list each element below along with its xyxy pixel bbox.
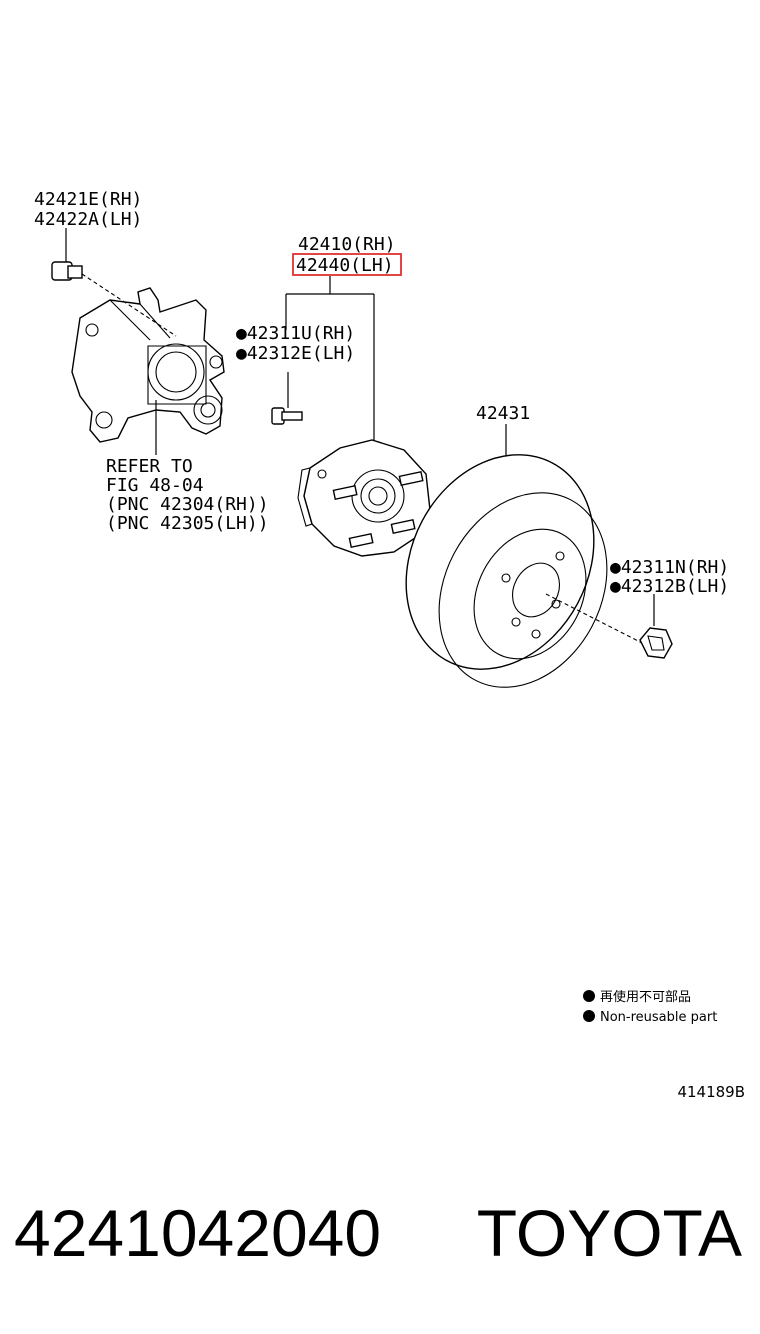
hub-bearing-assembly xyxy=(297,439,431,557)
label-nut-lh: ●42312B(LH) xyxy=(610,576,729,597)
hub-stud xyxy=(271,372,303,425)
refer-line-4: (PNC 42305(LH)) xyxy=(106,513,269,534)
part-number: 4241042040 xyxy=(14,1196,381,1270)
label-stud-rh: ●42311U(RH) xyxy=(236,323,355,344)
legend-bullet-icon xyxy=(583,1010,595,1022)
label-disc: 42431 xyxy=(476,403,530,424)
hub-bracket xyxy=(285,276,375,440)
label-bolt-lh: 42422A(LH) xyxy=(34,209,142,230)
legend-bullet-icon xyxy=(583,990,595,1002)
hub-nut xyxy=(545,593,673,659)
brake-disc xyxy=(405,454,608,688)
label-hub-rh: 42410(RH) xyxy=(298,234,396,255)
label-nut-rh: ●42311N(RH) xyxy=(610,557,729,578)
knuckle-bolt xyxy=(51,261,177,337)
refer-line-2: FIG 48-04 xyxy=(106,475,204,496)
brand-name: TOYOTA xyxy=(477,1196,742,1270)
label-stud-lh: ●42312E(LH) xyxy=(236,343,355,364)
legend-en: Non-reusable part xyxy=(600,1010,717,1025)
refer-line-1: REFER TO xyxy=(106,456,193,477)
illustration-code: 414189B xyxy=(677,1083,745,1101)
label-bolt-rh: 42421E(RH) xyxy=(34,189,142,210)
highlight-box xyxy=(292,253,402,276)
refer-line-3: (PNC 42304(RH)) xyxy=(106,494,269,515)
legend-jp: 再使用不可部品 xyxy=(600,989,691,1005)
label-hub-lh: 42440(LH) xyxy=(296,255,394,276)
steering-knuckle xyxy=(71,287,225,443)
